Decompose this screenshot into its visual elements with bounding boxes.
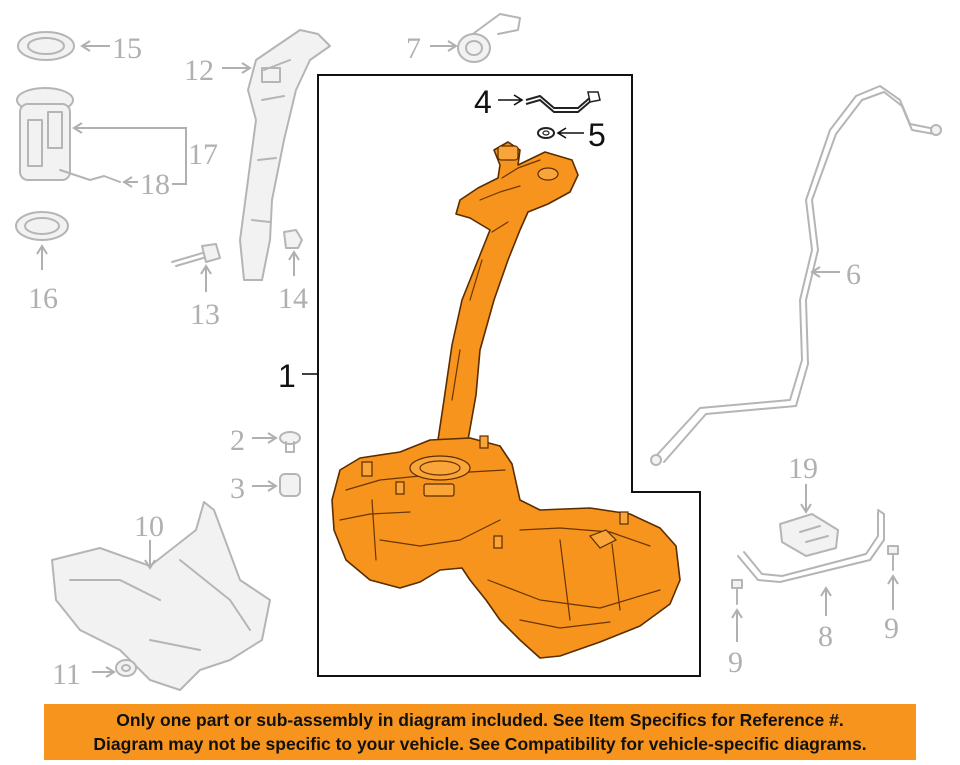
part-11-nut bbox=[115, 659, 137, 677]
leader-lines bbox=[36, 40, 899, 678]
callout-2: 2 bbox=[230, 424, 245, 457]
callout-17: 17 bbox=[188, 138, 218, 171]
disclaimer-line-1: Only one part or sub-assembly in diagram… bbox=[116, 710, 844, 730]
callout-11: 11 bbox=[52, 658, 81, 691]
callout-16: 16 bbox=[28, 282, 58, 315]
part-4-sensor-wire[interactable] bbox=[525, 91, 601, 113]
callout-12: 12 bbox=[184, 54, 214, 87]
callout-5: 5 bbox=[588, 117, 606, 153]
callout-9-right: 9 bbox=[884, 612, 899, 645]
disclaimer-banner: Only one part or sub-assembly in diagram… bbox=[44, 704, 916, 760]
callout-8: 8 bbox=[818, 620, 833, 653]
callout-18: 18 bbox=[140, 168, 170, 201]
part-5-washer[interactable] bbox=[537, 127, 555, 139]
callout-13: 13 bbox=[190, 298, 220, 331]
part-12-filler-pipe bbox=[239, 29, 331, 281]
part-2-bolt bbox=[279, 431, 301, 453]
disclaimer-line-2: Diagram may not be specific to your vehi… bbox=[93, 734, 867, 754]
part-17-fuel-pump bbox=[16, 87, 121, 183]
callout-10: 10 bbox=[134, 510, 164, 543]
callout-14: 14 bbox=[278, 282, 308, 315]
part-3-mount bbox=[279, 473, 301, 497]
callout-6: 6 bbox=[846, 258, 861, 291]
callout-4: 4 bbox=[474, 84, 492, 120]
callout-9-left: 9 bbox=[728, 646, 743, 679]
part-9-bolt-right bbox=[887, 545, 899, 571]
part-6-fuel-line bbox=[650, 85, 942, 466]
callout-1: 1 bbox=[278, 358, 296, 394]
callout-19: 19 bbox=[788, 452, 818, 485]
callout-3: 3 bbox=[230, 472, 245, 505]
part-7-cap bbox=[457, 13, 521, 63]
part-19-bracket bbox=[779, 513, 839, 557]
fuel-tank-part[interactable] bbox=[331, 141, 681, 659]
part-10-heat-shield bbox=[51, 501, 271, 691]
callout-15: 15 bbox=[112, 32, 142, 65]
part-16-gasket bbox=[15, 211, 69, 241]
part-15-lock-ring bbox=[17, 31, 75, 61]
part-8-strap bbox=[737, 509, 885, 583]
part-9-bolt-left bbox=[731, 579, 743, 605]
part-14-clip bbox=[283, 229, 303, 249]
highlight-frame bbox=[317, 74, 701, 677]
callout-7: 7 bbox=[406, 32, 421, 65]
part-13-bolt bbox=[171, 243, 221, 267]
